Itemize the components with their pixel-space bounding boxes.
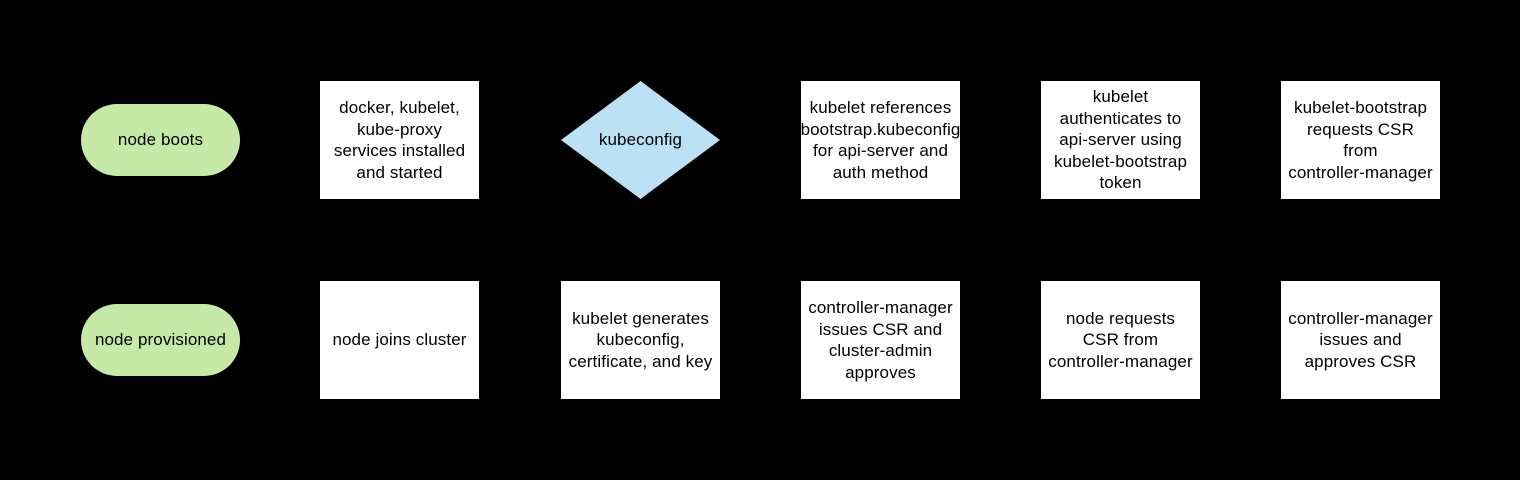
flow-node-node-boots[interactable]: node boots bbox=[81, 104, 240, 176]
flow-node-node-requests-csr[interactable]: node requests CSR from controller-manage… bbox=[1041, 281, 1200, 399]
flow-node-controller-manager-issues-csr[interactable]: controller-manager issues CSR and cluste… bbox=[801, 281, 960, 399]
flow-node-label-controller-manager-approves-csr: controller-manager issues and approves C… bbox=[1288, 308, 1433, 371]
flow-node-kubeconfig[interactable]: kubeconfig bbox=[561, 81, 720, 199]
flow-node-services-installed[interactable]: docker, kubelet, kube-proxy services ins… bbox=[320, 81, 479, 199]
flow-node-node-joins-cluster[interactable]: node joins cluster bbox=[320, 281, 479, 399]
flow-node-kubelet-generates-kubeconfig[interactable]: kubelet generates kubeconfig, certificat… bbox=[561, 281, 720, 399]
flow-node-label-node-requests-csr: node requests CSR from controller-manage… bbox=[1048, 308, 1193, 371]
flow-node-label-kubelet-bootstrap-requests-csr: kubelet-bootstrap requests CSR from cont… bbox=[1288, 98, 1433, 182]
flow-node-label-node-provisioned: node provisioned bbox=[94, 330, 227, 350]
flow-node-label-controller-manager-issues-csr: controller-manager issues CSR and cluste… bbox=[808, 298, 953, 382]
flow-node-kubelet-bootstrap-requests-csr[interactable]: kubelet-bootstrap requests CSR from cont… bbox=[1281, 81, 1440, 199]
flow-node-label-node-joins-cluster: node joins cluster bbox=[332, 330, 467, 350]
flow-node-label-kubelet-references-bootstrap: kubelet references bootstrap.kubeconfig … bbox=[800, 98, 961, 182]
flow-node-kubelet-references-bootstrap[interactable]: kubelet references bootstrap.kubeconfig … bbox=[801, 81, 960, 199]
flow-node-label-kubelet-generates-kubeconfig: kubelet generates kubeconfig, certificat… bbox=[568, 308, 713, 371]
flow-node-controller-manager-approves-csr[interactable]: controller-manager issues and approves C… bbox=[1281, 281, 1440, 399]
flow-node-label-kubeconfig: kubeconfig bbox=[598, 130, 683, 150]
flow-node-node-provisioned[interactable]: node provisioned bbox=[81, 304, 240, 376]
flow-node-label-services-installed: docker, kubelet, kube-proxy services ins… bbox=[333, 98, 466, 182]
flow-node-label-node-boots: node boots bbox=[117, 130, 204, 150]
flow-node-kubelet-authenticates[interactable]: kubelet authenticates to api-server usin… bbox=[1041, 81, 1200, 199]
flow-node-label-kubelet-authenticates: kubelet authenticates to api-server usin… bbox=[1053, 87, 1188, 193]
